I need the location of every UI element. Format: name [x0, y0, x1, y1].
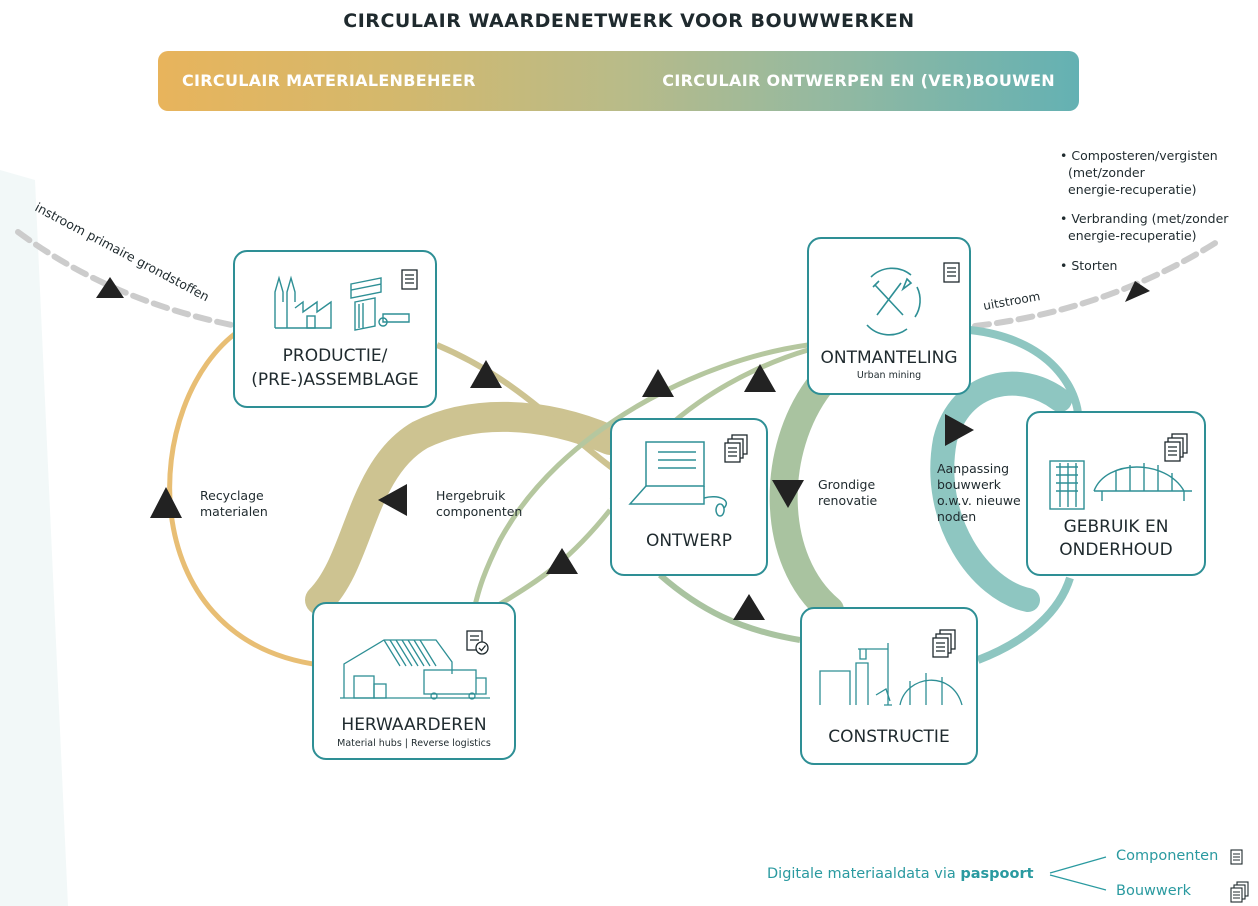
component-passport-icon [943, 262, 960, 283]
adaptation-line-2: bouwwerk [937, 477, 1002, 492]
banner-left: CIRCULAIR MATERIALENBEHEER [182, 71, 476, 90]
renovation-loop [769, 371, 844, 624]
prod-to-design [435, 342, 617, 473]
design-to-construction [658, 572, 801, 643]
revalue-sub: Material hubs | Reverse logistics [337, 738, 491, 749]
warehouse-truck-icon [340, 639, 490, 700]
end-of-life-item-3: • Storten [1060, 257, 1117, 274]
end-of-life-item-2: • Verbranding (met/zonder energie-recupe… [1060, 210, 1228, 244]
arrow-prod-design [470, 360, 502, 388]
legend-building: Bouwwerk [1116, 883, 1192, 899]
arrow-design-revalue [546, 548, 578, 574]
renovation-line-2: renovatie [818, 493, 878, 508]
arrow-design-construction [733, 594, 765, 620]
end-of-life-item-1: • Composteren/vergisten (met/zonder ener… [1060, 147, 1218, 198]
adaptation-loop [930, 371, 1072, 612]
adaptation-annotation: Aanpassing bouwwerk o.w.v. nieuwe noden [937, 461, 1021, 525]
arrow-reuse [378, 484, 407, 516]
construction-to-use [976, 576, 1074, 664]
dismantling-sub: Urban mining [856, 370, 922, 381]
tools-icon [866, 267, 921, 336]
outflow-label: uitstroom [982, 289, 1041, 313]
node-dismantling: ONTMANTELING Urban mining [807, 237, 971, 395]
reuse-loop [305, 401, 625, 615]
renovation-line-1: Grondige [818, 477, 876, 492]
dismantling-label: ONTMANTELING [820, 348, 958, 368]
banner-right: CIRCULAIR ONTWERPEN EN (VER)BOUWEN [662, 71, 1055, 90]
node-revalue: HERWAARDEREN Material hubs | Reverse log… [312, 602, 516, 760]
crane-construction-icon [819, 643, 963, 706]
factory-icon [274, 275, 410, 331]
reuse-line-2: componenten [436, 504, 523, 519]
diagram-title: CIRCULAIR WAARDENETWERK VOOR BOUWWERKEN [343, 10, 915, 32]
renovation-annotation: Grondige renovatie [818, 477, 877, 509]
arrow-dismantle-revalue [744, 364, 776, 392]
arrow-recycling [150, 487, 182, 518]
laptop-icon [628, 441, 727, 517]
arrow-inflow [96, 277, 124, 298]
revalue-label: HERWAARDEREN [341, 715, 487, 735]
eol1-line-2: (met/zonder [1068, 165, 1145, 180]
adaptation-line-3: o.w.v. nieuwe [937, 493, 1021, 508]
eol2-line-2: energie-recuperatie) [1068, 228, 1197, 243]
recycling-line-1: Recyclage [200, 488, 264, 503]
construction-label: CONSTRUCTIE [828, 727, 950, 747]
dismantle-to-revalue-1 [472, 342, 809, 606]
adaptation-line-4: noden [937, 509, 977, 524]
node-production: PRODUCTIE/ (PRE-)ASSEMBLAGE [233, 250, 437, 408]
reuse-line-1: Hergebruik [436, 488, 506, 503]
recycling-annotation: Recyclage materialen [200, 488, 268, 520]
node-use: GEBRUIK EN ONDERHOUD [1026, 411, 1206, 576]
legend-connectors [1049, 856, 1107, 891]
design-to-revalue [498, 508, 612, 607]
eol2-line-1: • Verbranding (met/zonder [1060, 211, 1229, 226]
legend-components: Componenten [1116, 848, 1219, 864]
building-passport-icon [932, 629, 956, 658]
legend-prefix: Digitale materiaaldata via [767, 866, 961, 882]
building-passport-icon [1164, 433, 1188, 462]
arrow-dismantle-design [642, 369, 674, 397]
eol1-line-1: • Composteren/vergisten [1060, 148, 1218, 163]
building-passport-icon [724, 434, 748, 463]
reuse-annotation: Hergebruik componenten [436, 488, 522, 520]
use-label-2: ONDERHOUD [1059, 540, 1173, 560]
use-label-1: GEBRUIK EN [1063, 517, 1169, 537]
adaptation-line-1: Aanpassing [937, 461, 1010, 476]
design-label: ONTWERP [645, 531, 733, 551]
left-panel [0, 170, 68, 906]
node-construction: CONSTRUCTIE [800, 607, 978, 765]
verified-passport-icon [466, 630, 489, 655]
node-design: ONTWERP [610, 418, 768, 576]
arrow-outflow [1125, 281, 1150, 302]
arrow-renovation [772, 480, 804, 508]
eol3-line-1: • Storten [1060, 258, 1118, 273]
banner: CIRCULAIR MATERIALENBEHEER CIRCULAIR ONT… [158, 51, 1079, 111]
recycling-line-2: materialen [200, 504, 268, 519]
building-passport-icon [1230, 881, 1249, 903]
eol1-line-3: energie-recuperatie) [1068, 182, 1197, 197]
arrow-adaptation [945, 414, 974, 446]
component-passport-icon [401, 269, 418, 290]
legend-title: Digitale materiaaldata via paspoort [767, 866, 1034, 882]
bridge-building-icon [1049, 460, 1192, 510]
outflow-line [972, 237, 1223, 329]
component-passport-icon [1230, 849, 1243, 865]
production-label-2: (PRE-)ASSEMBLAGE [251, 370, 419, 390]
production-label-1: PRODUCTIE/ [282, 346, 388, 366]
legend-bold: paspoort [960, 866, 1034, 882]
